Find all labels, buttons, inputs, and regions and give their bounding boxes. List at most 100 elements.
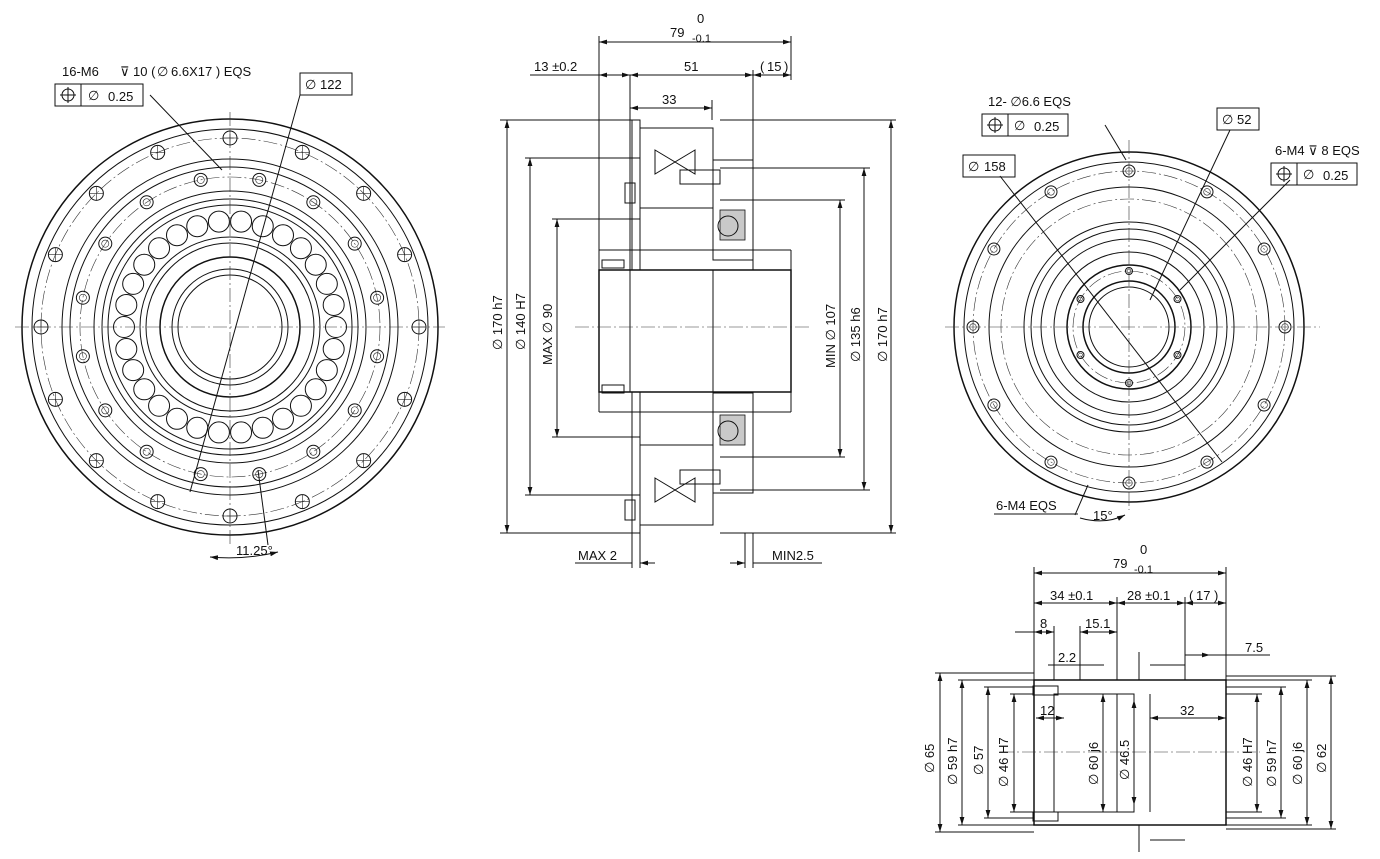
min-2-5-label: MIN2.5	[772, 548, 814, 563]
top-zero: 0	[697, 11, 704, 26]
m4-eqs-label: 6-M4 EQS	[996, 498, 1057, 513]
dim-15-1: 15.1	[1085, 616, 1110, 631]
dia-60-center: ∅ 60 j6	[1086, 742, 1101, 785]
threaded-hole	[306, 195, 321, 210]
rear-hole	[1200, 455, 1214, 469]
dia-46-5: ∅ 46.5	[1117, 740, 1132, 780]
dia-65: ∅ 65	[922, 744, 937, 773]
threaded-hole	[370, 290, 385, 305]
max-2-label: MAX 2	[578, 548, 617, 563]
dia-59-left: ∅ 59 h7	[945, 738, 960, 785]
roller	[315, 359, 338, 382]
roller	[115, 338, 138, 361]
rear-hole	[1044, 455, 1058, 469]
threaded-hole	[193, 172, 208, 187]
dim-17: 17	[1196, 588, 1210, 603]
threaded-hole	[75, 349, 90, 364]
threaded-hole	[347, 236, 362, 251]
roller	[251, 215, 274, 238]
dim-13: 13 ±0.2	[534, 59, 577, 74]
dim-28: 28 ±0.1	[1127, 588, 1170, 603]
svg-text:0.25: 0.25	[1034, 119, 1059, 134]
cross-roller-ring	[113, 210, 347, 444]
dia-60-right: ∅ 60 j6	[1290, 742, 1305, 785]
m4-thread-callout: 6-M4 ⊽ 8 EQS	[1275, 143, 1360, 158]
dia-158-box: ∅ 158	[962, 154, 1016, 178]
svg-text:∅: ∅	[1014, 118, 1025, 133]
svg-text:16-M6: 16-M6	[62, 64, 99, 79]
dia-170-left: ∅ 170 h7	[490, 295, 505, 350]
threaded-hole	[139, 444, 154, 459]
svg-text:∅: ∅	[1303, 167, 1314, 182]
roller	[207, 210, 230, 233]
roller	[272, 224, 294, 247]
shaft-top-zero: 0	[1140, 542, 1147, 557]
roller	[186, 215, 209, 238]
overall-length: 79	[670, 25, 684, 40]
rear-inner-hole	[1173, 351, 1182, 359]
rear-view: 12- ∅6.6 EQS ∅ 0.25 ∅ 52 ∅ 158 6-M4 ⊽ 8 …	[945, 94, 1360, 523]
roller	[322, 293, 345, 316]
svg-text:): )	[784, 59, 788, 74]
shaft-body	[1033, 679, 1227, 826]
dim-2-2: 2.2	[1058, 650, 1076, 665]
threaded-hole	[306, 444, 321, 459]
dia-107-min: MIN ∅ 107	[823, 304, 838, 368]
roller	[230, 210, 253, 233]
threaded-hole	[193, 467, 208, 482]
feature-control-frame: ∅ 0.25	[54, 83, 144, 107]
section-view: 0 79 -0.1 13 ±0.2 51 ( 15 ) 33 ∅ 170 h7 …	[490, 11, 896, 568]
threaded-hole	[370, 349, 385, 364]
roller	[122, 359, 145, 382]
svg-text:∅: ∅	[88, 88, 99, 103]
dia-46-right: ∅ 46 H7	[1240, 737, 1255, 787]
rear-inner-hole	[1076, 295, 1085, 303]
rear-inner-hole	[1076, 351, 1085, 359]
threaded-hole	[252, 172, 267, 187]
thread-callout: 16-M6	[62, 64, 99, 79]
dia-57: ∅ 57	[971, 746, 986, 775]
svg-text:∅: ∅	[1222, 112, 1233, 127]
svg-text:0.25: 0.25	[1323, 168, 1348, 183]
rear-inner-hole	[1173, 295, 1182, 303]
svg-text:122: 122	[320, 77, 342, 92]
dim-15: 15	[767, 59, 781, 74]
angle-label: 11.25°	[236, 543, 273, 558]
dia-90-max: MAX ∅ 90	[540, 304, 555, 365]
roller	[148, 394, 171, 417]
counterbore-value: 6.6X17 ) EQS	[171, 64, 252, 79]
dia-135: ∅ 135 h6	[848, 307, 863, 362]
depth-symbol: ⊽	[120, 64, 130, 79]
svg-text:158: 158	[984, 159, 1006, 174]
dia-140: ∅ 140 H7	[513, 293, 528, 350]
svg-text:52: 52	[1237, 112, 1251, 127]
roller	[166, 224, 188, 247]
svg-text:(: (	[760, 59, 765, 74]
threaded-hole	[98, 236, 113, 251]
dim-33: 33	[662, 92, 676, 107]
shaft-length: 79	[1113, 556, 1127, 571]
roller	[322, 338, 345, 361]
roller	[133, 378, 156, 401]
rear-fcf-2: ∅ 0.25	[1270, 162, 1358, 186]
svg-text:): )	[1214, 588, 1218, 603]
threaded-hole	[347, 403, 362, 418]
diameter-122-box: ∅ 122	[299, 72, 353, 96]
roller	[186, 416, 209, 439]
position-tolerance: 0.25	[108, 89, 133, 104]
rear-hole	[1257, 242, 1271, 256]
dim-7-5: 7.5	[1245, 640, 1263, 655]
rear-hole	[987, 398, 1001, 412]
dim-51: 51	[684, 59, 698, 74]
roller	[115, 293, 138, 316]
roller	[166, 407, 188, 430]
roller	[304, 378, 327, 401]
dim-32: 32	[1180, 703, 1194, 718]
overall-tolerance: -0.1	[692, 33, 711, 45]
rear-hole	[1257, 398, 1271, 412]
threaded-hole	[75, 290, 90, 305]
diameter-symbol: ∅	[157, 64, 168, 79]
shaft-section-view: 0 79 -0.1 34 ±0.1 28 ±0.1 ( 17 ) 8 15.1 …	[922, 542, 1336, 852]
c-bore-callout: 12- ∅6.6 EQS	[988, 94, 1071, 109]
